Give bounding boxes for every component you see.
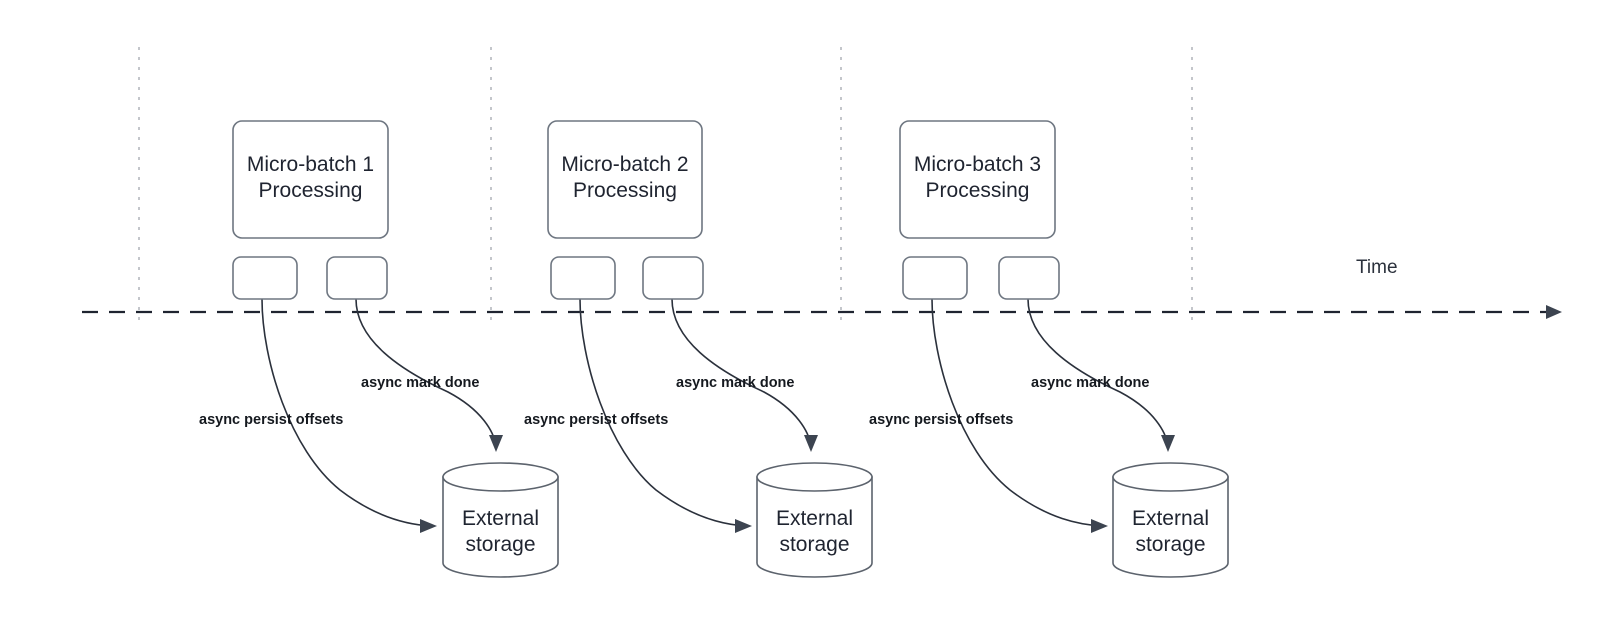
micro-batch-box[interactable] — [899, 120, 1056, 239]
edge-persist-offsets-label: async persist offsets — [199, 412, 343, 428]
axis-label-layer: Time — [1356, 257, 1398, 278]
task-box-persist[interactable] — [550, 256, 616, 300]
task-box-persist[interactable] — [902, 256, 968, 300]
edge-mark-done-label: async mark done — [676, 375, 794, 391]
edge-persist-offsets — [579, 298, 748, 527]
edge-mark-done-label: async mark done — [361, 375, 479, 391]
edge-persist-offsets-label: async persist offsets — [869, 412, 1013, 428]
time-axis-arrowhead — [1546, 305, 1562, 319]
micro-batch-label-line1: Micro-batch 3 — [914, 153, 1041, 176]
edge-persist-offsets — [931, 298, 1104, 527]
micro-batch-label-line2: Processing — [259, 179, 363, 202]
micro-batch-label-line1: Micro-batch 2 — [561, 153, 688, 176]
edge-mark-done-arrowhead — [489, 435, 503, 452]
edge-layer — [261, 298, 1175, 533]
edge-persist-offsets-arrowhead — [1091, 519, 1108, 533]
external-storage-label-line2: storage — [1135, 533, 1205, 556]
external-storage-cylinder-body[interactable] — [1112, 476, 1229, 578]
external-storage-label-line2: storage — [779, 533, 849, 556]
micro-batch-box[interactable] — [547, 120, 703, 239]
task-box-mark[interactable] — [326, 256, 388, 300]
micro-batch-box[interactable] — [232, 120, 389, 239]
external-storage-label-line1: External — [776, 507, 853, 530]
micro-batch-label-line2: Processing — [926, 179, 1030, 202]
edge-mark-done-label: async mark done — [1031, 375, 1149, 391]
external-storage-label-line1: External — [1132, 507, 1209, 530]
external-storage-cylinder-top — [442, 462, 559, 492]
task-box-mark[interactable] — [998, 256, 1060, 300]
time-axis-label: Time — [1356, 257, 1398, 278]
edge-persist-offsets-arrowhead — [735, 519, 752, 533]
micro-batch-label-line1: Micro-batch 1 — [247, 153, 374, 176]
external-storage-cylinder-body[interactable] — [442, 476, 559, 578]
edge-mark-done-arrowhead — [804, 435, 818, 452]
edge-mark-done — [1027, 298, 1169, 447]
edge-persist-offsets — [261, 298, 433, 527]
timeline-layer — [82, 305, 1562, 319]
task-box-mark[interactable] — [642, 256, 704, 300]
edge-persist-offsets-arrowhead — [420, 519, 437, 533]
edge-mark-done — [355, 298, 497, 447]
edge-persist-offsets-label: async persist offsets — [524, 412, 668, 428]
external-storage-cylinder-top — [756, 462, 873, 492]
micro-batch-label-line2: Processing — [573, 179, 677, 202]
edge-label-layer: async persist offsets async mark done asyn… — [199, 375, 1149, 428]
external-storage-label-line2: storage — [465, 533, 535, 556]
external-storage-label-line1: External — [462, 507, 539, 530]
edge-mark-done-arrowhead — [1161, 435, 1175, 452]
task-box-persist[interactable] — [232, 256, 298, 300]
external-storage-cylinder-top — [1112, 462, 1229, 492]
external-storage-cylinder-body[interactable] — [756, 476, 873, 578]
edge-mark-done — [671, 298, 812, 447]
